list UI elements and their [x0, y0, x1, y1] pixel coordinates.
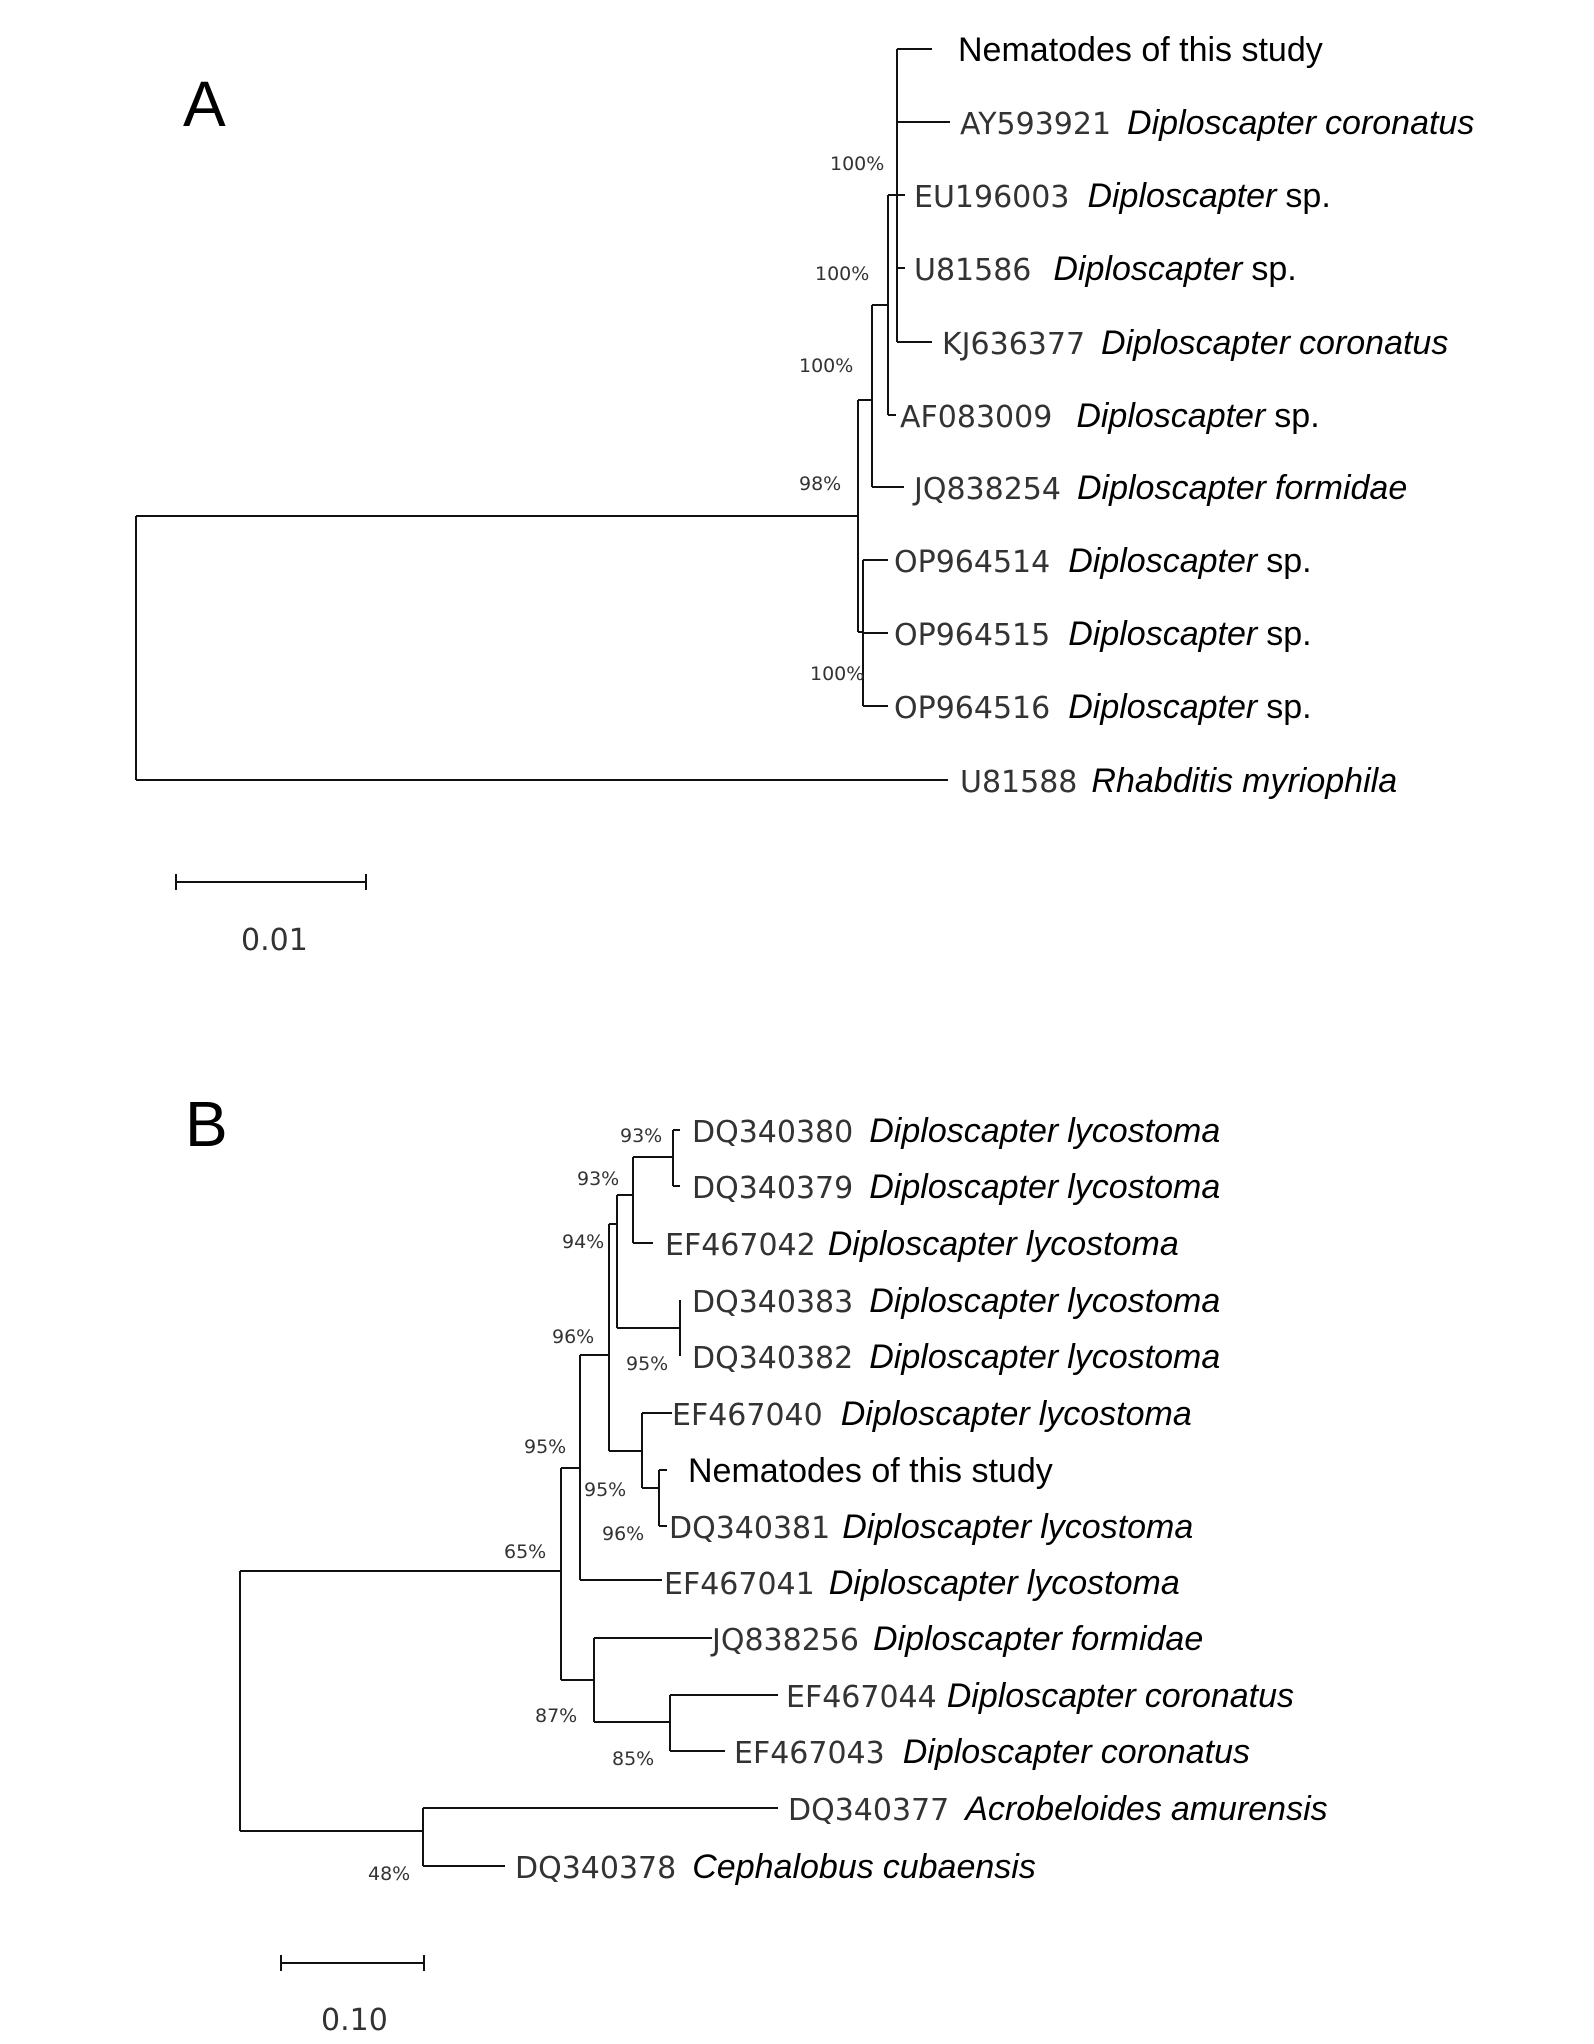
bootstrap-value: 48%: [368, 1863, 410, 1885]
bootstrap-value: 100%: [799, 355, 853, 377]
panel-b-branches: [239, 1129, 778, 1867]
scale-label: 0.10: [321, 2003, 388, 2038]
panel-a-scale-bar: 0.01: [175, 874, 367, 958]
scale-label: 0.01: [241, 923, 308, 958]
taxon-label: Nematodes of this study: [958, 31, 1323, 69]
bootstrap-value: 95%: [626, 1353, 668, 1375]
panel-a-label: A: [183, 68, 226, 140]
panel-a: A 100%: [135, 31, 1474, 958]
bootstrap-value: 95%: [584, 1479, 626, 1501]
panel-b-scale-bar: 0.10: [280, 1955, 425, 2038]
bootstrap-value: 85%: [612, 1748, 654, 1770]
panel-b-bootstrap-values: 93% 93% 94% 96% 95% 95% 95% 96% 65% 87% …: [368, 1125, 668, 1885]
panel-b-label: B: [185, 1088, 228, 1160]
bootstrap-value: 96%: [552, 1326, 594, 1348]
taxon-label: Nematodes of this study: [688, 1452, 1053, 1490]
bootstrap-value: 100%: [830, 153, 884, 175]
bootstrap-value: 98%: [799, 473, 841, 495]
panel-b: B: [185, 1088, 1328, 2038]
bootstrap-value: 93%: [620, 1125, 662, 1147]
panel-a-branches: [135, 48, 950, 781]
bootstrap-value: 94%: [562, 1231, 604, 1253]
bootstrap-value: 100%: [810, 663, 864, 685]
bootstrap-value: 96%: [602, 1523, 644, 1545]
bootstrap-value: 100%: [815, 263, 869, 285]
bootstrap-value: 93%: [577, 1168, 619, 1190]
bootstrap-value: 87%: [535, 1705, 577, 1727]
bootstrap-value: 65%: [504, 1541, 546, 1563]
bootstrap-value: 95%: [524, 1436, 566, 1458]
panel-a-bootstrap-values: 100% 100% 100% 98% 100%: [799, 153, 884, 685]
